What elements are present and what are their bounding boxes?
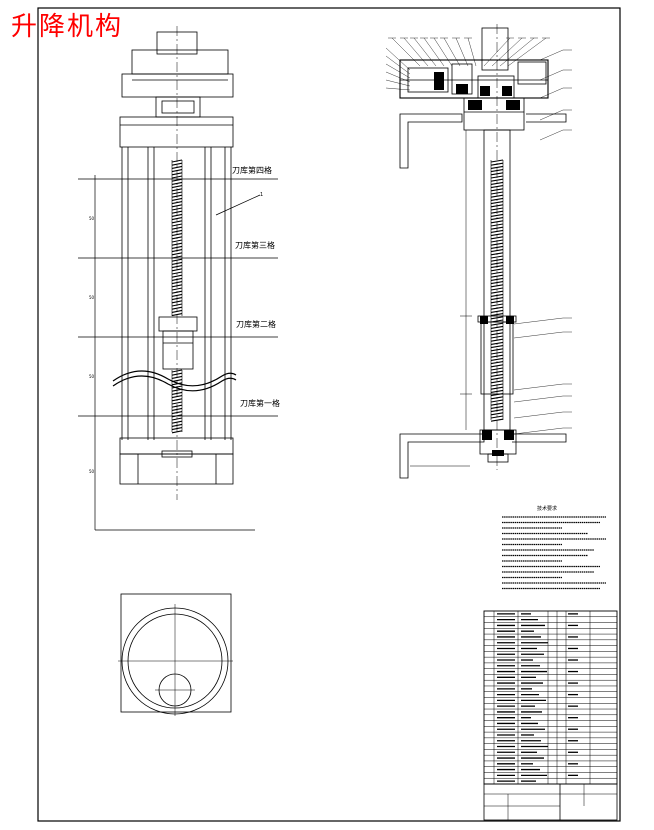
sheet-frame <box>37 7 621 822</box>
plan-view <box>118 593 233 716</box>
level-lines <box>78 175 278 531</box>
notes-title: 技术要求 <box>537 505 557 512</box>
title-block <box>483 783 618 821</box>
bill-of-materials <box>483 610 618 785</box>
level-label-4: 刀库第四格 <box>232 165 272 175</box>
balloon-leaders <box>385 37 572 435</box>
page-title: 升降机构 <box>11 12 124 42</box>
svg-text:50: 50 <box>89 216 95 221</box>
section-hatching <box>434 72 520 456</box>
dimension-ticks: 50 50 50 50 <box>89 216 95 474</box>
leader-label-1: 1 <box>260 192 263 198</box>
svg-text:50: 50 <box>89 295 95 300</box>
svg-text:50: 50 <box>89 469 95 474</box>
technical-notes <box>502 516 606 590</box>
left-elevation-view <box>112 31 237 485</box>
level-label-2: 刀库第二格 <box>236 319 276 329</box>
svg-text:50: 50 <box>89 374 95 379</box>
level-label-3: 刀库第三格 <box>235 240 275 250</box>
level-label-1: 刀库第一格 <box>240 398 280 408</box>
